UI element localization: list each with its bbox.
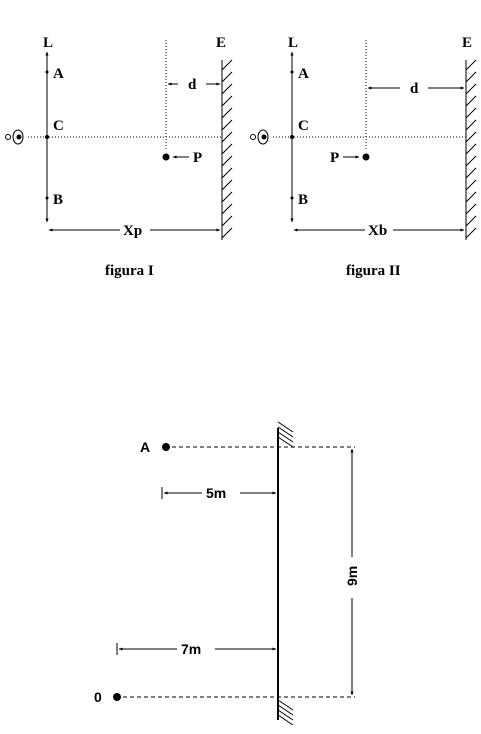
fig1-label-P: P [193, 150, 202, 166]
fig3-point-O [113, 693, 121, 701]
fig3-point-A [162, 443, 170, 451]
fig2-label-E: E [462, 35, 472, 51]
fig3-mirror-hatch-top [278, 422, 293, 447]
fig1-label-A: A [53, 66, 64, 82]
fig1-point-B [46, 197, 49, 200]
fig2-label-A: A [298, 66, 309, 82]
fig3-label-A: A [140, 439, 150, 455]
fig1-mirror-hatch [222, 60, 232, 238]
fig2-point-A [291, 71, 294, 74]
fig3-label-5m: 5m [206, 485, 226, 501]
fig2-label-L: L [288, 35, 298, 51]
fig2-object-P [363, 154, 370, 161]
figure-3: A 0 5m 7m 9m [94, 422, 360, 725]
eye-icon [6, 130, 24, 144]
fig2-point-B [291, 197, 294, 200]
fig1-label-Xp: Xp [123, 223, 142, 239]
figure-1: L A C B E [6, 35, 233, 279]
fig3-label-9m: 9m [344, 566, 360, 586]
fig2-label-P: P [330, 150, 339, 166]
eye-icon [251, 130, 269, 144]
fig3-label-7m: 7m [181, 641, 201, 657]
fig1-object-P [163, 154, 170, 161]
fig1-label-L: L [43, 35, 53, 51]
fig2-label-d: d [410, 81, 419, 97]
fig1-label-B: B [53, 192, 63, 208]
fig2-label-B: B [298, 192, 308, 208]
fig2-label-Xb: Xb [368, 223, 387, 239]
fig3-label-O: 0 [94, 689, 102, 705]
fig1-label-E: E [216, 35, 226, 51]
figure-2: L A C B E [251, 35, 477, 279]
fig1-point-A [46, 71, 49, 74]
fig2-caption: figura II [346, 263, 401, 279]
fig1-caption: figura I [105, 263, 154, 279]
fig1-label-C: C [53, 118, 64, 134]
fig2-label-C: C [298, 118, 309, 134]
fig3-mirror-hatch-bottom [278, 700, 293, 725]
fig2-mirror-hatch [466, 60, 476, 238]
fig1-label-d: d [188, 77, 197, 93]
